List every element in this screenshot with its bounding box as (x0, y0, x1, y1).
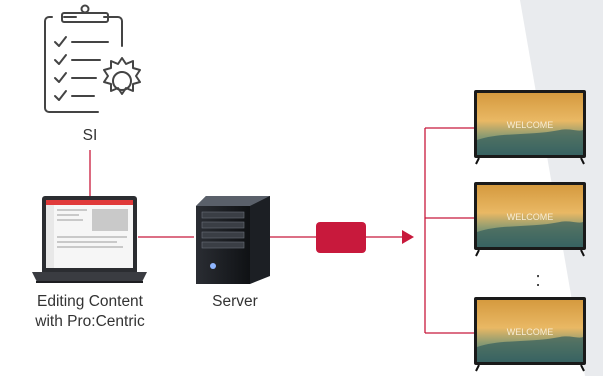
tv-bottom (474, 297, 586, 372)
tv-middle (474, 182, 586, 257)
arrow-head (402, 230, 414, 244)
editor-label-line-1: Editing Content (37, 293, 143, 310)
laptop-icon (32, 196, 147, 283)
server-label: Server (212, 293, 258, 310)
more-tvs-marker: : (535, 269, 541, 291)
si-clipboard-gear-icon (44, 4, 141, 113)
data-packet (316, 222, 366, 253)
tv-bottom-welcome: WELCOME (507, 327, 554, 337)
editor-label-line-2: with Pro:Centric (35, 313, 145, 330)
editor-label: Editing Content with Pro:Centric (0, 292, 180, 332)
tv-top-welcome: WELCOME (507, 120, 554, 130)
tv-middle-welcome: WELCOME (507, 212, 554, 222)
tv-top (474, 90, 586, 165)
server-icon (196, 196, 270, 284)
si-label: SI (82, 127, 98, 144)
connector-lines (89, 127, 474, 334)
